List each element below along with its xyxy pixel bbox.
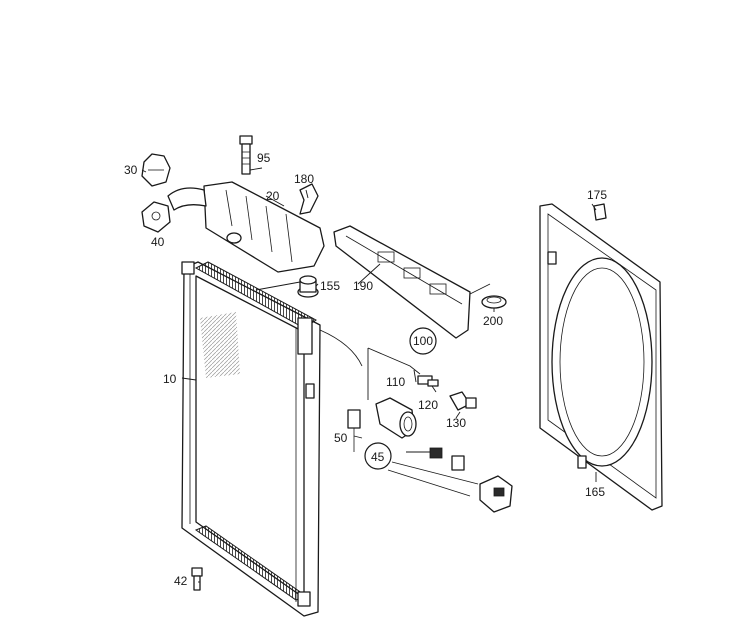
fan-shroud-part bbox=[539, 203, 663, 511]
label-120: 120 bbox=[418, 398, 438, 412]
leader-lines bbox=[141, 167, 597, 583]
label-42: 42 bbox=[174, 574, 188, 588]
label-95: 95 bbox=[257, 151, 271, 165]
label-30: 30 bbox=[124, 163, 138, 177]
callout-ring-100 bbox=[409, 327, 437, 355]
clip-175-part bbox=[593, 203, 607, 221]
label-20: 20 bbox=[266, 189, 280, 203]
label-40: 40 bbox=[151, 235, 165, 249]
label-165: 165 bbox=[585, 485, 605, 499]
sensor-group-part bbox=[417, 375, 477, 411]
label-130: 130 bbox=[446, 416, 466, 430]
part-labels: 10 20 30 40 42 45 50 95 100 110 120 130 … bbox=[124, 151, 607, 588]
label-200: 200 bbox=[483, 314, 503, 328]
label-175: 175 bbox=[587, 188, 607, 202]
label-180: 180 bbox=[294, 172, 314, 186]
label-50: 50 bbox=[334, 431, 348, 445]
radiator-part bbox=[181, 261, 321, 617]
label-45: 45 bbox=[371, 450, 385, 464]
sensor-part bbox=[347, 409, 361, 452]
callout-ring-45 bbox=[364, 442, 392, 470]
label-155: 155 bbox=[320, 279, 340, 293]
label-110: 110 bbox=[386, 375, 405, 389]
cap-part bbox=[141, 153, 171, 187]
air-duct-part bbox=[333, 225, 471, 339]
connector-part bbox=[429, 447, 513, 513]
bracket-part bbox=[141, 201, 171, 233]
cap-200-part bbox=[481, 295, 507, 309]
drain-plug-part bbox=[191, 567, 203, 591]
label-10: 10 bbox=[163, 372, 177, 386]
expansion-tank-part bbox=[167, 181, 325, 273]
hose-fitting-part bbox=[375, 397, 417, 439]
label-100: 100 bbox=[413, 334, 433, 348]
clip-part bbox=[299, 183, 319, 215]
grommet-part bbox=[297, 275, 319, 298]
bolt-part bbox=[239, 135, 253, 175]
label-190: 190 bbox=[353, 279, 373, 293]
